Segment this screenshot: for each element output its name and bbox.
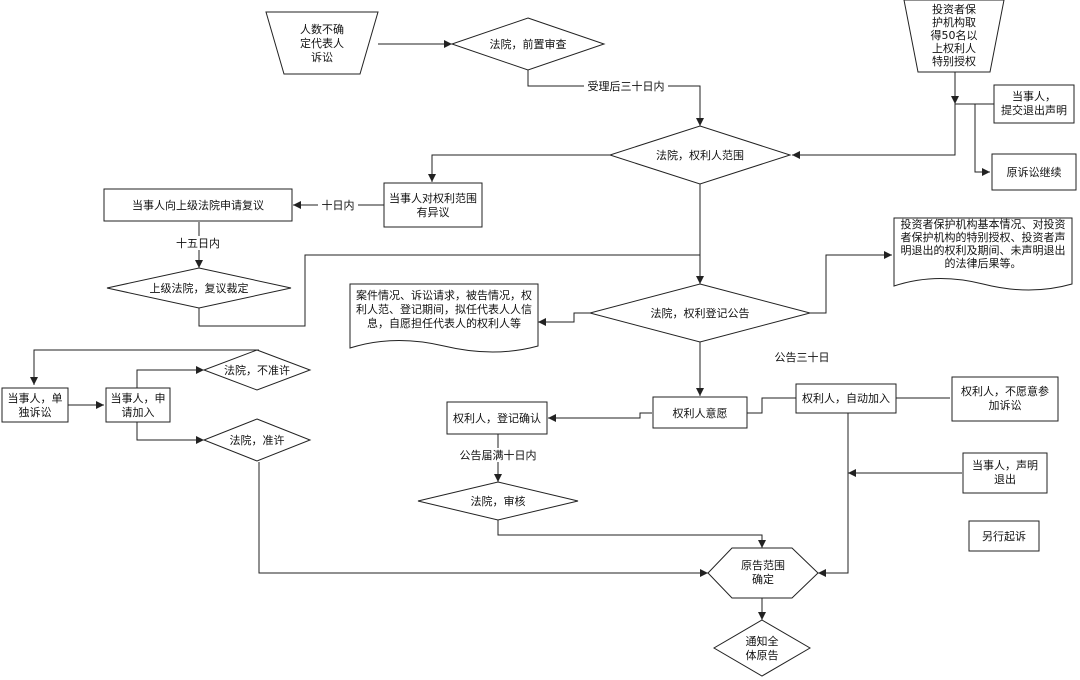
line-will-to-auto bbox=[747, 397, 796, 414]
node-investor-protect: 投资者保 护机构取 得50名以 上权利人 特别授权 bbox=[903, 0, 1005, 73]
node-notify-all: 通知全 体原告 bbox=[713, 619, 811, 677]
node-original-continue: 原诉讼继续 bbox=[991, 153, 1077, 191]
svg-text:明退出的权利及期间、未声明退出: 明退出的权利及期间、未声明退出 bbox=[901, 243, 1066, 257]
node-court-scope: 法院，权利人范围 bbox=[608, 125, 792, 185]
label-announce-full-10: 公告届满十日内 bbox=[460, 448, 537, 462]
node-party-alone: 当事人，单 独诉讼 bbox=[1, 387, 69, 423]
connectors bbox=[30, 40, 994, 620]
svg-text:者保护机构的特别授权、投资者声: 者保护机构的特别授权、投资者声 bbox=[901, 230, 1066, 244]
svg-text:法院，准许: 法院，准许 bbox=[230, 433, 285, 447]
node-uncertain-rep: 人数不确 定代表人 诉讼 bbox=[265, 11, 379, 75]
svg-text:当事人，: 当事人， bbox=[1012, 89, 1056, 103]
node-court-deny: 法院，不准许 bbox=[202, 349, 312, 391]
svg-text:当事人对权利范围: 当事人对权利范围 bbox=[389, 191, 477, 205]
svg-text:提交退出声明: 提交退出声明 bbox=[1001, 103, 1067, 117]
svg-text:加诉讼: 加诉讼 bbox=[989, 399, 1022, 412]
svg-text:利人范、登记期间，拟任代表人人信: 利人范、登记期间，拟任代表人人信 bbox=[356, 302, 532, 316]
node-holder-will: 权利人意愿 bbox=[652, 396, 748, 429]
svg-text:退出: 退出 bbox=[994, 472, 1016, 486]
svg-text:人数不确: 人数不确 bbox=[300, 23, 344, 36]
svg-text:请加入: 请加入 bbox=[122, 406, 155, 419]
svg-text:权利人，自动加入: 权利人，自动加入 bbox=[802, 392, 890, 405]
svg-text:原告范围: 原告范围 bbox=[741, 558, 785, 572]
svg-text:的法律后果等。: 的法律后果等。 bbox=[945, 256, 1022, 270]
svg-text:法院，权利人范围: 法院，权利人范围 bbox=[656, 148, 744, 162]
line-unwilling-to-auto bbox=[895, 397, 950, 405]
node-case-info: 案件情况、诉讼请求，被告情况，权 利人范、登记期间，拟任代表人人信 息，自愿担任… bbox=[349, 283, 539, 353]
arrow-deny-to-alone bbox=[30, 349, 259, 385]
line-upper-to-register bbox=[198, 254, 700, 327]
svg-text:当事人，单: 当事人，单 bbox=[8, 391, 63, 405]
label-announce-30-days: 公告三十日 bbox=[775, 350, 830, 364]
arrow-register-to-announce bbox=[810, 251, 892, 314]
svg-text:法院，权利登记公告: 法院，权利登记公告 bbox=[651, 306, 750, 320]
node-apply-review: 当事人向上级法院申请复议 bbox=[103, 188, 293, 222]
svg-text:权利人，不愿意参: 权利人，不愿意参 bbox=[961, 384, 1049, 398]
svg-text:案件情况、诉讼请求，被告情况，权: 案件情况、诉讼请求，被告情况，权 bbox=[356, 288, 532, 302]
label-within-10-days: 十日内 bbox=[322, 198, 355, 212]
label-within-30-days: 受理后三十日内 bbox=[588, 79, 665, 93]
svg-text:法院，不准许: 法院，不准许 bbox=[224, 363, 290, 377]
svg-text:权利人，登记确认: 权利人，登记确认 bbox=[453, 411, 541, 425]
node-holder-auto: 权利人，自动加入 bbox=[795, 383, 897, 414]
node-party-withdraw: 当事人， 提交退出声明 bbox=[993, 84, 1075, 124]
node-party-objection: 当事人对权利范围 有异议 bbox=[383, 182, 483, 228]
node-announce-content: 投资者保护机构基本情况、对投资 者保护机构的特别授权、投资者声 明退出的权利及期… bbox=[893, 217, 1073, 291]
svg-text:法院，前置审查: 法院，前置审查 bbox=[490, 37, 567, 51]
svg-text:原诉讼继续: 原诉讼继续 bbox=[1007, 165, 1062, 179]
svg-text:定代表人: 定代表人 bbox=[300, 36, 344, 50]
node-party-join: 当事人，申 请加入 bbox=[105, 387, 171, 423]
arrow-audit-to-scope-final bbox=[497, 520, 766, 548]
node-upper-court: 上级法院，复议裁定 bbox=[106, 267, 292, 309]
svg-text:法院，审核: 法院，审核 bbox=[471, 494, 526, 508]
node-court-register: 法院，权利登记公告 bbox=[588, 283, 812, 343]
svg-text:护机构取: 护机构取 bbox=[932, 15, 976, 29]
arrow-will-to-confirm bbox=[548, 412, 652, 422]
svg-text:体原告: 体原告 bbox=[746, 648, 779, 662]
arrow-scope-to-objection bbox=[428, 154, 610, 182]
node-holder-unwilling: 权利人，不愿意参 加诉讼 bbox=[951, 376, 1059, 422]
svg-text:独诉讼: 独诉讼 bbox=[19, 406, 52, 419]
svg-text:上级法院，复议裁定: 上级法院，复议裁定 bbox=[150, 281, 249, 295]
edge-labels: 受理后三十日内 十日内 十五日内 公告三十日 公告届满十日内 bbox=[172, 79, 830, 462]
svg-text:当事人，声明: 当事人，声明 bbox=[972, 458, 1038, 472]
arrow-register-to-caseinfo bbox=[538, 312, 590, 326]
label-within-15-days: 十五日内 bbox=[176, 236, 220, 250]
node-court-audit: 法院，审核 bbox=[417, 481, 579, 521]
arrow-to-original-continue bbox=[974, 104, 990, 176]
svg-text:诉讼: 诉讼 bbox=[311, 51, 333, 64]
node-court-allow: 法院，准许 bbox=[202, 418, 312, 462]
arrow-precheck-to-scope bbox=[527, 70, 704, 126]
svg-text:权利人意愿: 权利人意愿 bbox=[673, 406, 728, 420]
svg-text:当事人，申: 当事人，申 bbox=[111, 391, 166, 405]
svg-text:另行起诉: 另行起诉 bbox=[982, 530, 1026, 543]
arrow-investor-to-scope bbox=[792, 72, 956, 159]
node-separate-suit: 另行起诉 bbox=[968, 520, 1040, 552]
svg-text:上权利人: 上权利人 bbox=[932, 42, 976, 55]
svg-text:确定: 确定 bbox=[752, 572, 774, 586]
svg-text:得50名以: 得50名以 bbox=[931, 28, 978, 42]
node-plaintiff-scope: 原告范围 确定 bbox=[707, 547, 819, 599]
svg-text:当事人向上级法院申请复议: 当事人向上级法院申请复议 bbox=[132, 198, 264, 212]
node-holder-confirm: 权利人，登记确认 bbox=[446, 401, 548, 435]
svg-text:息，自愿担任代表人的权利人等: 息，自愿担任代表人的权利人等 bbox=[367, 316, 521, 330]
svg-text:投资者保: 投资者保 bbox=[932, 2, 976, 16]
svg-text:有异议: 有异议 bbox=[417, 205, 450, 219]
arrow-join-to-deny bbox=[136, 366, 204, 388]
svg-text:通知全: 通知全 bbox=[746, 634, 779, 648]
arrow-allow-to-scope-final bbox=[258, 462, 708, 577]
arrow-auto-to-scope-final bbox=[818, 408, 849, 577]
svg-text:特别授权: 特别授权 bbox=[932, 54, 976, 68]
node-party-declare: 当事人，声明 退出 bbox=[962, 452, 1048, 494]
arrow-join-to-allow bbox=[136, 422, 204, 444]
svg-text:投资者保护机构基本情况、对投资: 投资者保护机构基本情况、对投资 bbox=[901, 217, 1066, 231]
node-court-precheck: 法院，前置审查 bbox=[450, 17, 606, 71]
